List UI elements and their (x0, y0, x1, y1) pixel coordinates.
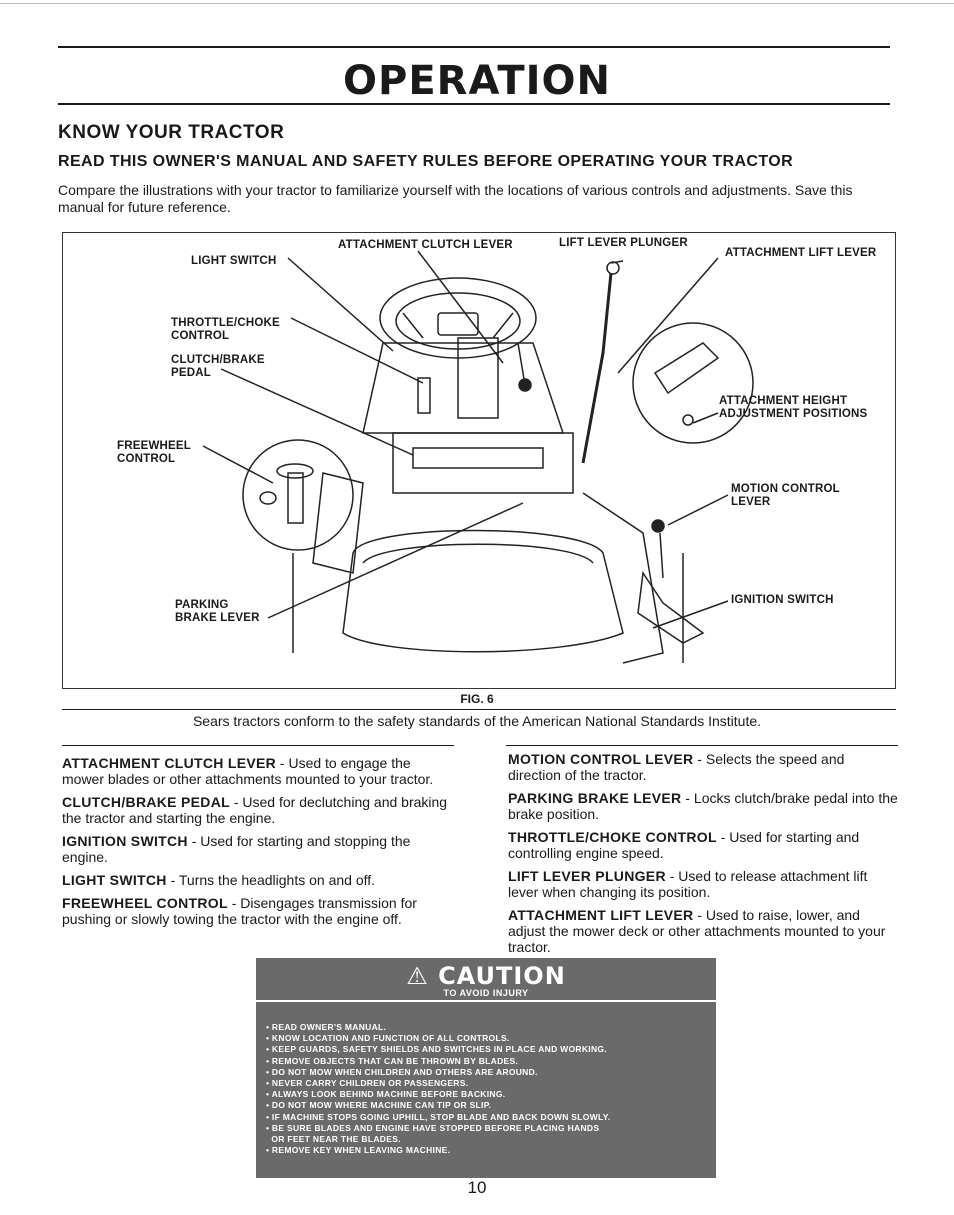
controls-left-column: ATTACHMENT CLUTCH LEVER - Used to engage… (62, 755, 454, 934)
label-clutch-brake-line2: PEDAL (171, 367, 211, 379)
figure-caption: FIG. 6 (460, 692, 494, 706)
caution-item: OR FEET NEAR THE BLADES. (266, 1134, 401, 1145)
tractor-drawing (202, 250, 754, 664)
caution-header: ⚠ CAUTION TO AVOID INJURY (256, 958, 716, 998)
caution-item: • KNOW LOCATION AND FUNCTION OF ALL CONT… (266, 1033, 510, 1044)
label-attachment-height-line2: ADJUSTMENT POSITIONS (719, 408, 868, 420)
label-parking-brake-line2: BRAKE LEVER (175, 612, 260, 624)
columns-rule-left (62, 745, 454, 746)
control-term: THROTTLE/CHOKE CONTROL (508, 829, 717, 845)
caution-divider (256, 1000, 716, 1002)
ansi-conformance-note: Sears tractors conform to the safety sta… (192, 713, 762, 729)
control-desc: - Turns the headlights on and off. (166, 872, 376, 888)
caution-title: ⚠ CAUTION (256, 962, 716, 990)
label-clutch-brake-line1: CLUTCH/BRAKE (171, 354, 265, 366)
control-desc: - Used for declutching and braking the t… (62, 794, 448, 826)
intro-paragraph: Compare the illustrations with your trac… (58, 182, 853, 215)
caution-item: • IF MACHINE STOPS GOING UPHILL, STOP BL… (266, 1111, 611, 1122)
label-throttle-choke-line2: CONTROL (171, 330, 230, 342)
section-heading: KNOW YOUR TRACTOR (58, 122, 285, 143)
control-description: LIGHT SWITCH - Turns the headlights on a… (62, 872, 454, 888)
caution-item: • BE SURE BLADES AND ENGINE HAVE STOPPED… (266, 1122, 600, 1133)
control-term: PARKING BRAKE LEVER (508, 790, 682, 806)
caution-item: • NEVER CARRY CHILDREN OR PASSENGERS. (266, 1078, 469, 1089)
control-description: ATTACHMENT LIFT LEVER - Used to raise, l… (508, 907, 900, 955)
figure-bottom-rule (62, 709, 896, 710)
instruction-heading: READ THIS OWNER'S MANUAL AND SAFETY RULE… (58, 153, 794, 170)
label-ignition-switch: IGNITION SWITCH (731, 594, 834, 606)
control-description: MOTION CONTROL LEVER - Selects the speed… (508, 751, 900, 783)
label-parking-brake-lever: PARKING BRAKE LEVER (175, 599, 260, 625)
label-light-switch: LIGHT SWITCH (191, 255, 277, 267)
label-lift-lever-plunger: LIFT LEVER PLUNGER (559, 237, 688, 249)
control-desc: - Used to raise, lower, and adjust the m… (508, 907, 886, 955)
label-attachment-clutch-lever: ATTACHMENT CLUTCH LEVER (338, 239, 513, 251)
label-attachment-lift-lever: ATTACHMENT LIFT LEVER (725, 247, 877, 259)
label-motion-control-line1: MOTION CONTROL (731, 483, 840, 495)
control-desc: - Locks clutch/brake pedal into the brak… (508, 790, 898, 822)
label-freewheel-control: FREEWHEEL CONTROL (117, 440, 191, 466)
label-motion-control-lever: MOTION CONTROL LEVER (731, 483, 840, 509)
control-desc: - Selects the speed and direction of the… (508, 751, 845, 783)
top-edge-rule (0, 3, 954, 4)
caution-item: • DO NOT MOW WHEN CHILDREN AND OTHERS AR… (266, 1066, 538, 1077)
label-freewheel-line2: CONTROL (117, 453, 176, 465)
control-description: FREEWHEEL CONTROL - Disengages transmiss… (62, 895, 454, 927)
label-freewheel-line1: FREEWHEEL (117, 440, 191, 452)
control-desc: - Used to engage the mower blades or oth… (62, 755, 434, 787)
control-term: LIFT LEVER PLUNGER (508, 868, 666, 884)
label-motion-control-line2: LEVER (731, 496, 771, 508)
caution-box: ⚠ CAUTION TO AVOID INJURY • READ OWNER'S… (256, 958, 716, 1178)
control-term: CLUTCH/BRAKE PEDAL (62, 794, 230, 810)
title-rule-top (58, 46, 890, 48)
tractor-illustration: LIGHT SWITCH ATTACHMENT CLUTCH LEVER LIF… (62, 232, 896, 689)
control-description: THROTTLE/CHOKE CONTROL - Used for starti… (508, 829, 900, 861)
control-description: CLUTCH/BRAKE PEDAL - Used for declutchin… (62, 794, 454, 826)
controls-right-column: MOTION CONTROL LEVER - Selects the speed… (508, 751, 900, 962)
control-desc: - Disengages transmission for pushing or… (62, 895, 417, 927)
control-description: ATTACHMENT CLUTCH LEVER - Used to engage… (62, 755, 454, 787)
control-desc: - Used for starting and stopping the eng… (62, 833, 411, 865)
control-description: IGNITION SWITCH - Used for starting and … (62, 833, 454, 865)
warning-triangle-icon: ⚠ (406, 962, 429, 990)
caution-item: • DO NOT MOW WHERE MACHINE CAN TIP OR SL… (266, 1100, 492, 1111)
label-attachment-height: ATTACHMENT HEIGHT ADJUSTMENT POSITIONS (719, 395, 867, 421)
caution-item: • REMOVE KEY WHEN LEAVING MACHINE. (266, 1145, 451, 1156)
control-term: ATTACHMENT LIFT LEVER (508, 907, 694, 923)
caution-item: • REMOVE OBJECTS THAT CAN BE THROWN BY B… (266, 1055, 519, 1066)
control-term: MOTION CONTROL LEVER (508, 751, 694, 767)
control-desc: - Used to release attachment lift lever … (508, 868, 868, 900)
control-description: PARKING BRAKE LEVER - Locks clutch/brake… (508, 790, 900, 822)
caution-list: • READ OWNER'S MANUAL. • KNOW LOCATION A… (266, 1022, 610, 1156)
control-term: FREEWHEEL CONTROL (62, 895, 228, 911)
caution-subtitle: TO AVOID INJURY (443, 988, 529, 998)
control-term: ATTACHMENT CLUTCH LEVER (62, 755, 277, 771)
label-throttle-choke: THROTTLE/CHOKE CONTROL (171, 317, 280, 343)
page-number: 10 (467, 1178, 487, 1197)
title-rule-bottom (58, 103, 890, 105)
caution-item: • KEEP GUARDS, SAFETY SHIELDS AND SWITCH… (266, 1044, 607, 1055)
control-description: LIFT LEVER PLUNGER - Used to release att… (508, 868, 900, 900)
caution-item: • ALWAYS LOOK BEHIND MACHINE BEFORE BACK… (266, 1089, 506, 1100)
caution-item: • READ OWNER'S MANUAL. (266, 1022, 387, 1032)
control-term: LIGHT SWITCH (62, 872, 167, 888)
label-clutch-brake-pedal: CLUTCH/BRAKE PEDAL (171, 354, 265, 380)
columns-rule-right (506, 745, 898, 746)
label-throttle-choke-line1: THROTTLE/CHOKE (171, 317, 280, 329)
control-desc: - Used for starting and controlling engi… (508, 829, 860, 861)
caution-title-text: CAUTION (438, 962, 566, 990)
label-parking-brake-line1: PARKING (175, 599, 229, 611)
page-title: OPERATION (343, 58, 611, 104)
label-attachment-height-line1: ATTACHMENT HEIGHT (719, 395, 848, 407)
control-term: IGNITION SWITCH (62, 833, 188, 849)
